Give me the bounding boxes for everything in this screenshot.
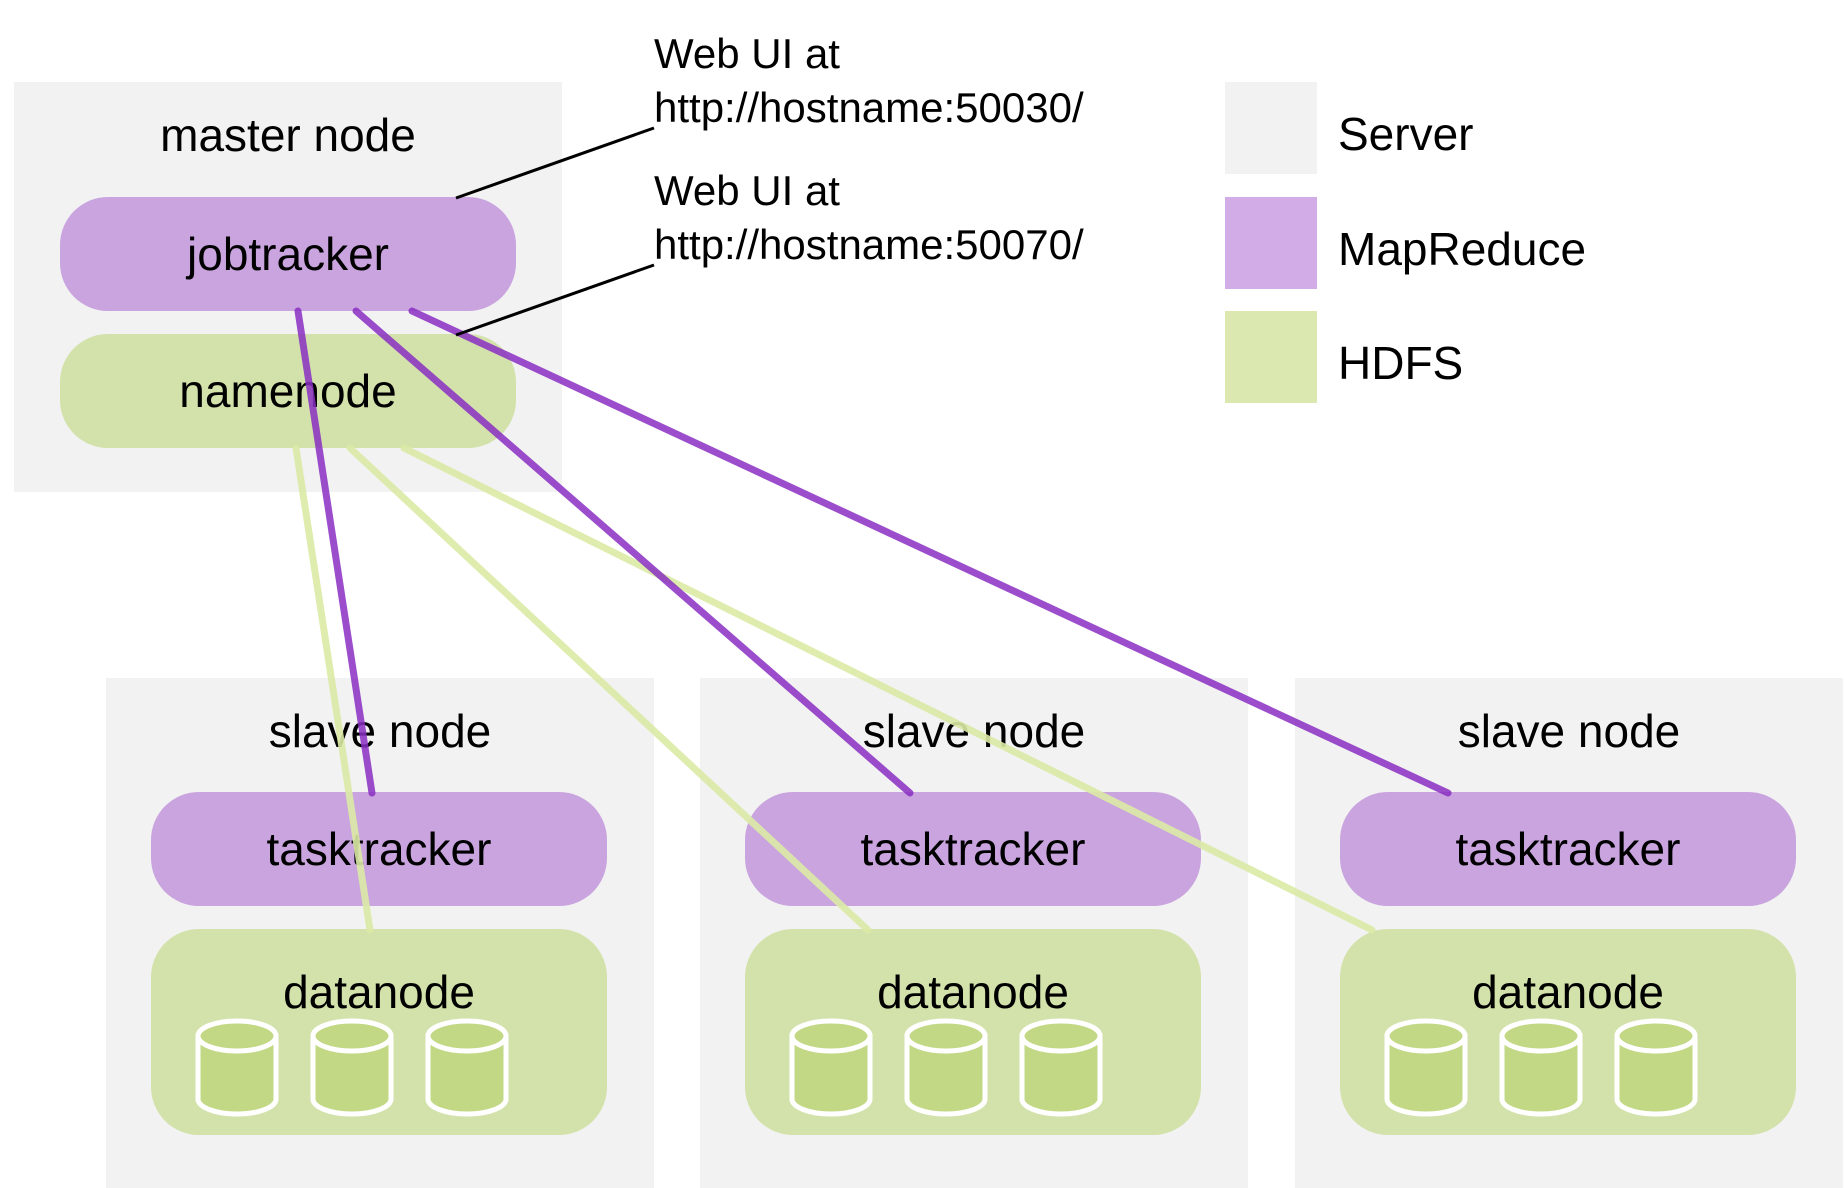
- tasktracker-2-label: tasktracker: [860, 823, 1086, 875]
- jobtracker-callout-line2: http://hostname:50030/: [654, 84, 1084, 131]
- namenode-callout-line1: Web UI at: [654, 167, 840, 214]
- legend-label-mapreduce: MapReduce: [1338, 223, 1587, 275]
- namenode: namenode: [60, 334, 516, 448]
- datanode-3: datanode: [1340, 929, 1796, 1135]
- slave-node-3-title: slave node: [1457, 705, 1681, 757]
- tasktracker-1: tasktracker: [151, 792, 607, 906]
- slave-node-2-title: slave node: [862, 705, 1086, 757]
- jobtracker-web-ui-callout: Web UI at http://hostname:50030/: [654, 27, 1084, 135]
- tasktracker-3-label: tasktracker: [1455, 823, 1681, 875]
- datanode-2: datanode: [745, 929, 1201, 1135]
- datanode-1-label: datanode: [283, 966, 475, 1018]
- slave-node-1-title: slave node: [268, 705, 492, 757]
- master-node-title: master node: [160, 109, 416, 161]
- jobtracker-callout-line1: Web UI at: [654, 30, 840, 77]
- legend-swatch-hdfs: [1225, 311, 1317, 403]
- namenode-label: namenode: [179, 365, 397, 417]
- jobtracker-label: jobtracker: [187, 228, 389, 280]
- namenode-web-ui-callout: Web UI at http://hostname:50070/: [654, 164, 1084, 272]
- legend-label-server: Server: [1338, 108, 1474, 160]
- datanode-2-label: datanode: [877, 966, 1069, 1018]
- datanode-1: datanode: [151, 929, 607, 1135]
- datanode-3-label: datanode: [1472, 966, 1664, 1018]
- namenode-callout-line2: http://hostname:50070/: [654, 221, 1084, 268]
- tasktracker-1-label: tasktracker: [266, 823, 492, 875]
- tasktracker-2: tasktracker: [745, 792, 1201, 906]
- legend-swatch-mapreduce: [1225, 197, 1317, 289]
- legend-swatch-server: [1225, 82, 1317, 174]
- legend-label-hdfs: HDFS: [1338, 337, 1464, 389]
- jobtracker: jobtracker: [60, 197, 516, 311]
- tasktracker-3: tasktracker: [1340, 792, 1796, 906]
